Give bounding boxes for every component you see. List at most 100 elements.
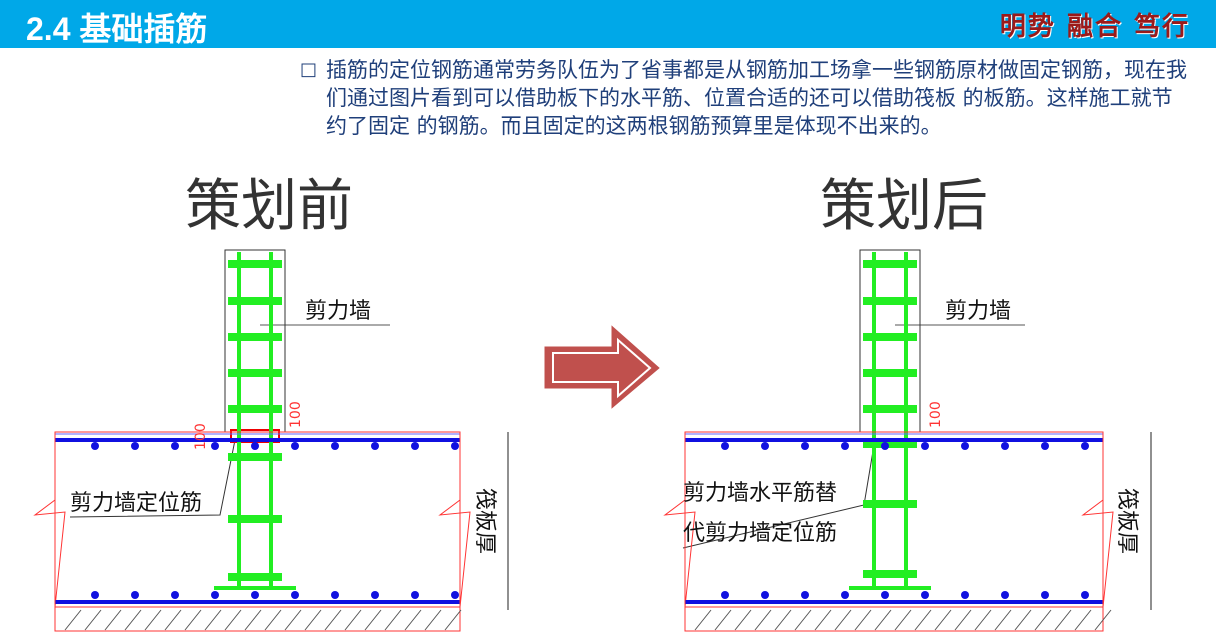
hatch-line bbox=[404, 609, 422, 631]
wall-horizontal-rebar bbox=[863, 405, 917, 413]
thickness-label: 筏板厚 bbox=[1114, 488, 1139, 554]
dimension-label: 100 bbox=[193, 423, 209, 450]
wall-horizontal-rebar bbox=[228, 369, 282, 377]
rebar-label: 剪力墙定位筋 bbox=[70, 491, 202, 516]
break-mark bbox=[33, 499, 66, 608]
hatch-line bbox=[754, 609, 772, 631]
hatch-line bbox=[1034, 609, 1052, 631]
wall-horizontal-rebar bbox=[228, 260, 282, 268]
hatch-line bbox=[324, 609, 342, 631]
break-mark bbox=[663, 499, 696, 608]
hatch-line bbox=[384, 609, 402, 631]
wall-horizontal-rebar bbox=[863, 440, 917, 448]
slab-rebar-dot bbox=[1001, 591, 1009, 599]
hatch-line bbox=[104, 609, 122, 631]
wall-horizontal-rebar bbox=[863, 333, 917, 341]
diagram-after: 策划后 剪力墙 剪力墙水平筋替 代剪力墙定位筋 筏板厚 100 bbox=[663, 174, 1152, 632]
header-bar: 2.4 基础插筋 明势 融合 笃行 bbox=[0, 0, 1216, 48]
hatch-line bbox=[914, 609, 932, 631]
leader-line bbox=[69, 439, 236, 518]
wall-horizontal-rebar bbox=[228, 333, 282, 341]
rebar-label: 剪力墙水平筋替 bbox=[683, 481, 837, 506]
hatch-line bbox=[1014, 609, 1032, 631]
page-title: 2.4 基础插筋 bbox=[26, 11, 208, 47]
thickness-label: 筏板厚 bbox=[472, 488, 497, 554]
hatch-line bbox=[994, 609, 1012, 631]
wall-horizontal-rebar bbox=[863, 297, 917, 305]
slab-rebar-dot bbox=[411, 442, 419, 450]
slab-rebar-dot bbox=[371, 442, 379, 450]
hatch-line bbox=[224, 609, 242, 631]
hatch-line bbox=[124, 609, 142, 631]
wall-label: 剪力墙 bbox=[945, 299, 1011, 324]
slab-rebar-dot bbox=[921, 442, 929, 450]
hatch-line bbox=[1074, 609, 1092, 631]
wall-horizontal-rebar bbox=[228, 515, 282, 523]
description: □ 插筋的定位钢筋通常劳务队伍为了省事都是从钢筋加工场拿一些钢筋原材做固定钢筋，… bbox=[300, 56, 1190, 140]
hatch-line bbox=[1094, 609, 1112, 631]
hatch-line bbox=[424, 609, 442, 631]
slab-rebar-dot bbox=[1001, 442, 1009, 450]
hatch-line bbox=[854, 609, 872, 631]
slab-rebar-dot bbox=[171, 442, 179, 450]
hatch-line bbox=[834, 609, 852, 631]
slab-rebar-dot bbox=[331, 591, 339, 599]
hatch-line bbox=[894, 609, 912, 631]
slab-rebar-dot bbox=[91, 442, 99, 450]
slab-rebar-dot bbox=[1081, 591, 1089, 599]
diagram-title: 策划后 bbox=[820, 174, 988, 239]
break-mark bbox=[438, 499, 471, 608]
slab-rebar-dot bbox=[881, 442, 889, 450]
dimension-label: 100 bbox=[288, 401, 304, 428]
slab-rebar-dot bbox=[881, 591, 889, 599]
hatch-line bbox=[344, 609, 362, 631]
slab-rebar-dot bbox=[721, 591, 729, 599]
slab-rebar-dot bbox=[131, 591, 139, 599]
slab-rebar-dot bbox=[961, 442, 969, 450]
slab-rebar-dot bbox=[721, 442, 729, 450]
hatch-line bbox=[794, 609, 812, 631]
slab-rebar-dot bbox=[251, 442, 259, 450]
slab-rebar-dot bbox=[801, 442, 809, 450]
slab-rebar-dot bbox=[961, 591, 969, 599]
slab-rebar-dot bbox=[451, 442, 459, 450]
hatch-line bbox=[84, 609, 102, 631]
slab-rebar-dot bbox=[131, 442, 139, 450]
wall-horizontal-rebar bbox=[228, 573, 282, 581]
slab-rebar-dot bbox=[841, 442, 849, 450]
hatch-line bbox=[204, 609, 222, 631]
slab-rebar-dot bbox=[1041, 442, 1049, 450]
cushion-layer bbox=[684, 606, 1104, 632]
slab-rebar-dot bbox=[451, 591, 459, 599]
hatch-line bbox=[814, 609, 832, 631]
break-mark bbox=[1081, 499, 1114, 608]
diagram-before: 策划前 剪力墙 剪力墙定位筋 筏板厚 100 100 bbox=[33, 174, 509, 632]
wall-horizontal-rebar bbox=[228, 297, 282, 305]
hatch-line bbox=[874, 609, 892, 631]
hatch-line bbox=[304, 609, 322, 631]
description-text: 插筋的定位钢筋通常劳务队伍为了省事都是从钢筋加工场拿一些钢筋原材做固定钢筋，现在… bbox=[326, 58, 1187, 138]
wall-horizontal-rebar bbox=[863, 260, 917, 268]
slab-rebar-dot bbox=[91, 591, 99, 599]
hatch-line bbox=[974, 609, 992, 631]
hatch-line bbox=[694, 609, 712, 631]
hatch-line bbox=[144, 609, 162, 631]
wall-horizontal-rebar bbox=[863, 570, 917, 578]
slab-rebar-dot bbox=[1041, 591, 1049, 599]
hatch-line bbox=[164, 609, 182, 631]
slab-rebar-dot bbox=[761, 442, 769, 450]
hatch-line bbox=[714, 609, 732, 631]
wall-horizontal-rebar bbox=[863, 500, 917, 508]
slab-rebar-dot bbox=[801, 591, 809, 599]
slab-rebar-dot bbox=[411, 591, 419, 599]
slab-rebar-dot bbox=[211, 442, 219, 450]
hatch-line bbox=[284, 609, 302, 631]
wall-label: 剪力墙 bbox=[305, 299, 371, 324]
cushion-layer bbox=[54, 606, 461, 632]
hatch-line bbox=[184, 609, 202, 631]
hatch-line bbox=[444, 609, 462, 631]
slab-rebar-dot bbox=[761, 591, 769, 599]
raft-slab-outline bbox=[684, 431, 1104, 608]
slab-rebar-dot bbox=[211, 591, 219, 599]
hatch-line bbox=[1054, 609, 1072, 631]
